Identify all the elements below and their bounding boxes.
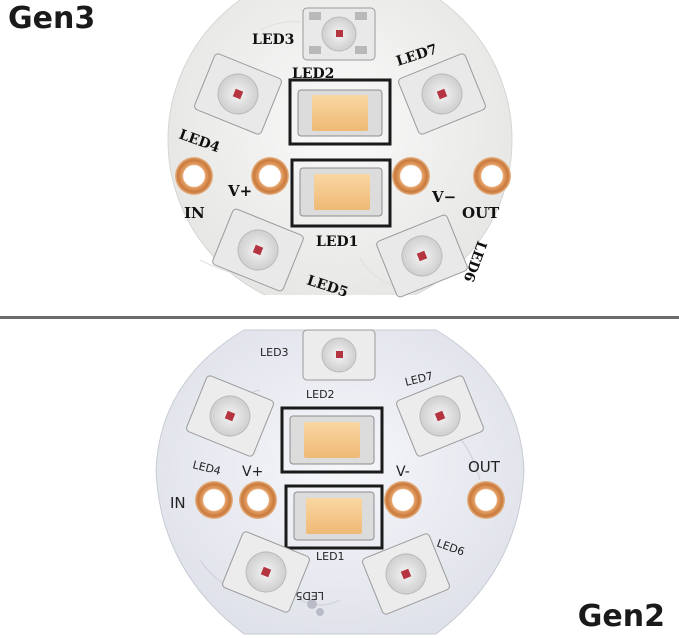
gen3-label-led1: LED1 — [316, 234, 358, 250]
gen2-led6 — [362, 533, 450, 615]
gen2-label-vplus: V+ — [242, 464, 263, 480]
gen2-led1 — [284, 484, 384, 550]
gen2-pad-out — [467, 481, 505, 519]
gen3-led2 — [288, 78, 392, 146]
gen3-pad-vplus — [251, 157, 289, 195]
gen2-title: Gen2 — [577, 599, 665, 634]
gen3-label-led2: LED2 — [292, 66, 334, 82]
gen2-label-led2: LED2 — [306, 388, 335, 401]
gen3-label-vminus: V− — [431, 188, 456, 206]
gen3-led6 — [376, 214, 468, 298]
gen2-pad-vminus — [384, 481, 422, 519]
gen3-label-out: OUT — [462, 204, 500, 222]
gen2-led2 — [280, 406, 384, 474]
gen3-board: LED3 LED2 LED7 LED4 V+ V− IN OUT LED1 LE… — [167, 0, 513, 315]
gen2-label-out: OUT — [468, 458, 501, 476]
gen3-led1 — [290, 158, 392, 228]
gen3-pad-in — [175, 157, 213, 195]
gen3-label-led3: LED3 — [252, 32, 294, 48]
gen3-led7 — [398, 53, 486, 135]
gen3-led3 — [302, 7, 376, 61]
gen3-label-in: IN — [184, 204, 205, 222]
gen2-led4 — [186, 375, 274, 457]
gen3-led4 — [194, 53, 282, 135]
gen2-led5 — [222, 531, 310, 613]
gen2-label-led3: LED3 — [260, 346, 289, 359]
gen2-label-in: IN — [170, 494, 186, 512]
section-divider — [0, 316, 679, 319]
gen2-led3 — [302, 329, 376, 381]
gen3-label-vplus: V+ — [227, 182, 252, 200]
gen2-led7 — [396, 375, 484, 457]
gen3-led5 — [212, 208, 304, 292]
gen2-label-led5: LED5 — [295, 589, 324, 602]
gen3-pad-vminus — [392, 157, 430, 195]
gen2-label-vminus: V- — [396, 464, 410, 480]
gen2-pad-in — [195, 481, 233, 519]
gen2-label-led1: LED1 — [316, 550, 345, 563]
gen2-board: LED3 LED2 LED7 LED4 V+ V- OUT IN LED1 LE… — [155, 329, 525, 635]
gen3-pad-out — [473, 157, 511, 195]
gen2-pad-vplus — [239, 481, 277, 519]
gen3-title: Gen3 — [8, 1, 96, 36]
